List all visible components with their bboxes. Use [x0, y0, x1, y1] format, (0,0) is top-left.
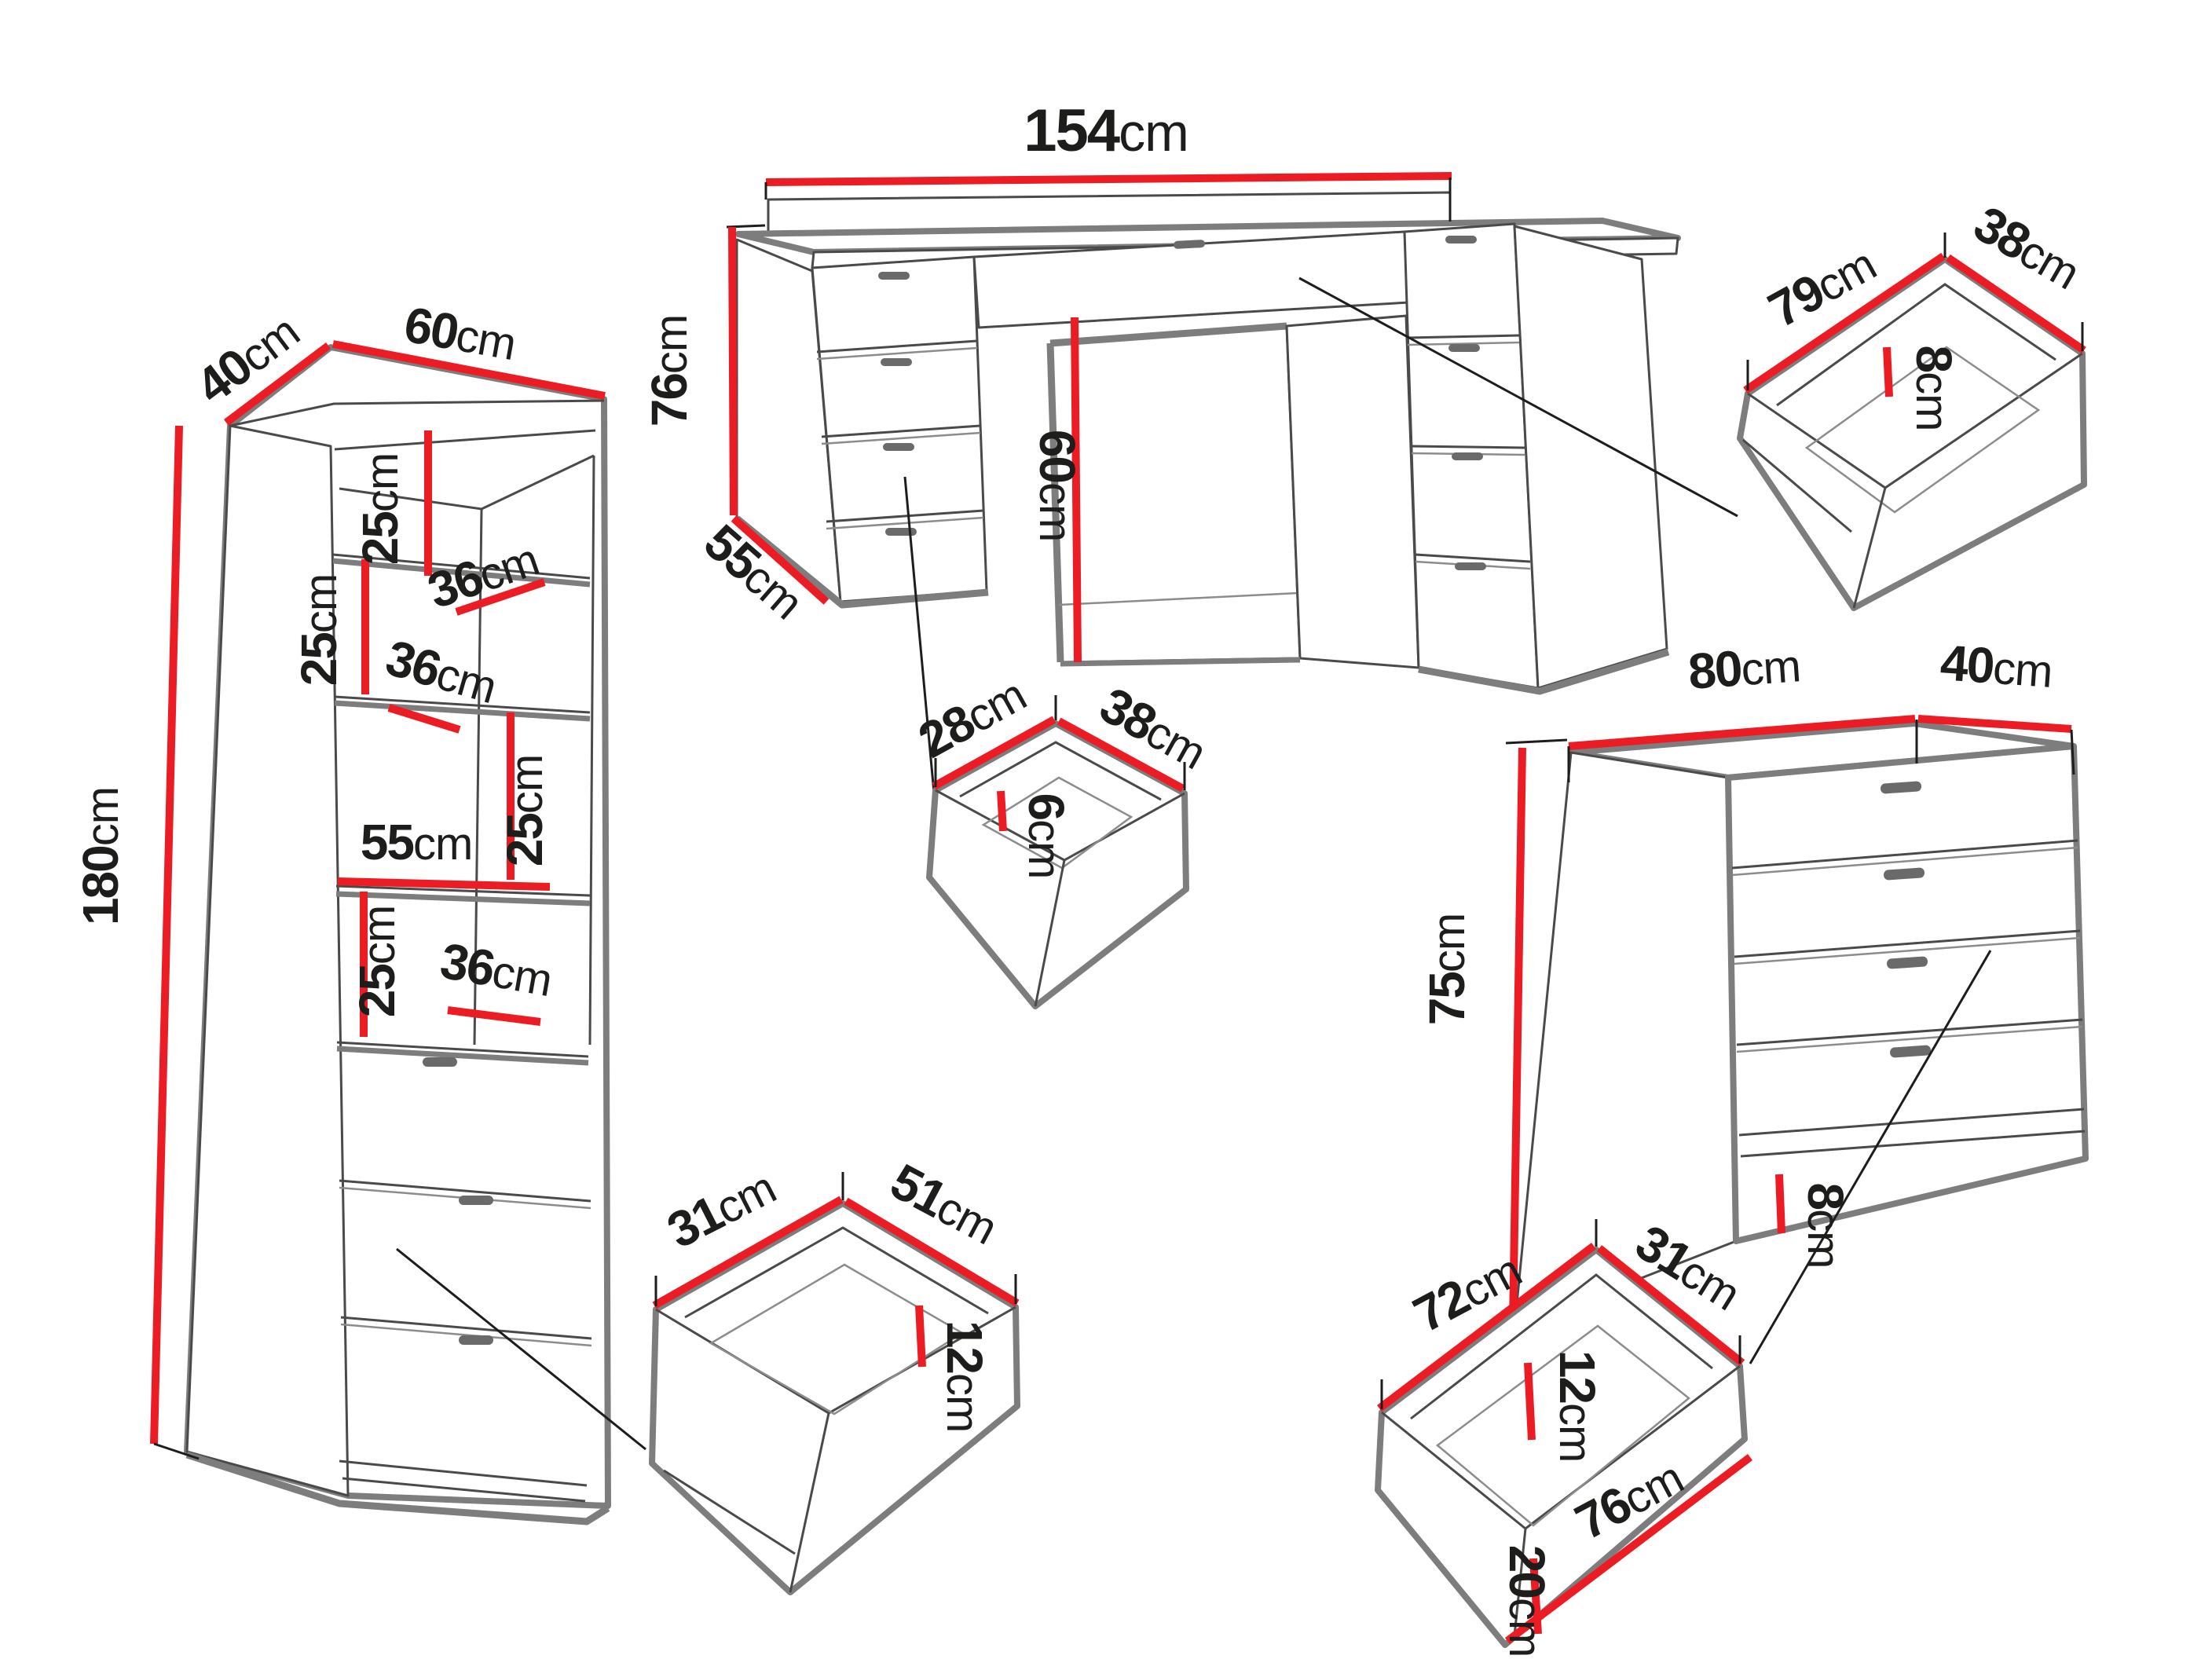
dim-chest-drawer-inner-height: 12cm [1549, 1350, 1606, 1463]
desk-center-drawer-handle [1174, 240, 1205, 249]
bookcase-drawer3-handle [459, 1335, 493, 1345]
chest-depth-dimension-line [1917, 715, 2072, 733]
bookcase-side-panel [185, 424, 350, 1497]
leader-pedestal-to-drawer [903, 476, 936, 802]
desk: 154cm 76cm 55cm 60cm [641, 97, 1738, 802]
dim-chest-drawer-front-height: 20cm [1499, 1545, 1555, 1657]
leader-chest-to-drawer [1749, 950, 1992, 1364]
dim-chest-width: 80cm [1686, 635, 1802, 700]
dim-bookcase-width: 60cm [400, 296, 520, 372]
desk-left-pedestal [811, 255, 988, 603]
desk-width-dimension-line [765, 172, 1452, 186]
dim-chest-height: 75cm [1419, 914, 1475, 1026]
dim-bookcase-shelf-span: 55cm [361, 814, 473, 870]
leader-desk-to-center-drawer [1298, 276, 1738, 518]
bookcase-drawer1-handle [423, 1057, 457, 1067]
chest-of-drawers: 80cm 40cm 75cm 8cm [1419, 634, 2089, 1364]
chest-drawer-detail: 72cm 31cm 12cm 20cm 76cm [1375, 1214, 1753, 1657]
dim-p-drawer-height: 6cm [1018, 793, 1075, 879]
chest-width-dimension-line [1568, 715, 1916, 750]
dim-desk-height: 76cm [641, 315, 698, 427]
desk-knee-dimension-line [1071, 317, 1082, 663]
bookcase-height-dimension-line [150, 425, 183, 1445]
bookcase-drawer2-handle [459, 1196, 493, 1205]
dim-desk-drawer-height: 8cm [1906, 346, 1962, 431]
dim-bookcase-gap-middle: 25cm [496, 755, 553, 867]
dim-desk-knee-clearance: 60cm [1029, 430, 1086, 542]
dim-bookcase-gap-upper: 25cm [291, 574, 347, 687]
bookcase-depth-dimension-line [223, 342, 331, 426]
dim-chest-plinth: 8cm [1797, 1183, 1854, 1269]
chest-side [1513, 751, 1738, 1329]
chest-height-dimension-line [1509, 747, 1526, 1325]
desk-depth-dimension-line [731, 515, 830, 605]
dim-bc-drawer-height: 12cm [936, 1320, 993, 1433]
bookcase-width-dimension-line [332, 340, 606, 400]
desk-center-drawer-detail: 79cm 38cm 8cm [1737, 195, 2088, 611]
dim-bookcase-gap-lower: 25cm [349, 906, 405, 1018]
drawer-outline [649, 1200, 1020, 1595]
chest-front [1725, 743, 2089, 1244]
desk-knee-side [1285, 314, 1420, 669]
dim-bookcase-gap-top: 25cm [352, 453, 408, 566]
dim-desk-width: 154cm [1024, 97, 1188, 164]
chest-plinth-dimension-line [1775, 1174, 1785, 1234]
dim-chest-depth: 40cm [1939, 634, 2054, 698]
bookcase: 40cm 60cm 180cm 25cm 36cm 25cm 36cm 25cm… [72, 296, 611, 1525]
desk-height-dimension-line [728, 226, 738, 516]
dim-bookcase-height: 180cm [72, 787, 129, 925]
desk-pedestal-drawer-detail: 28cm 38cm 6cm [910, 669, 1214, 1009]
desk-right-side [1513, 225, 1668, 690]
dim-bookcase-shelf-bottom: 36cm [436, 932, 556, 1008]
leader-bookcase-to-drawer [396, 1247, 646, 1451]
drawer-outline [1375, 1247, 1748, 1648]
